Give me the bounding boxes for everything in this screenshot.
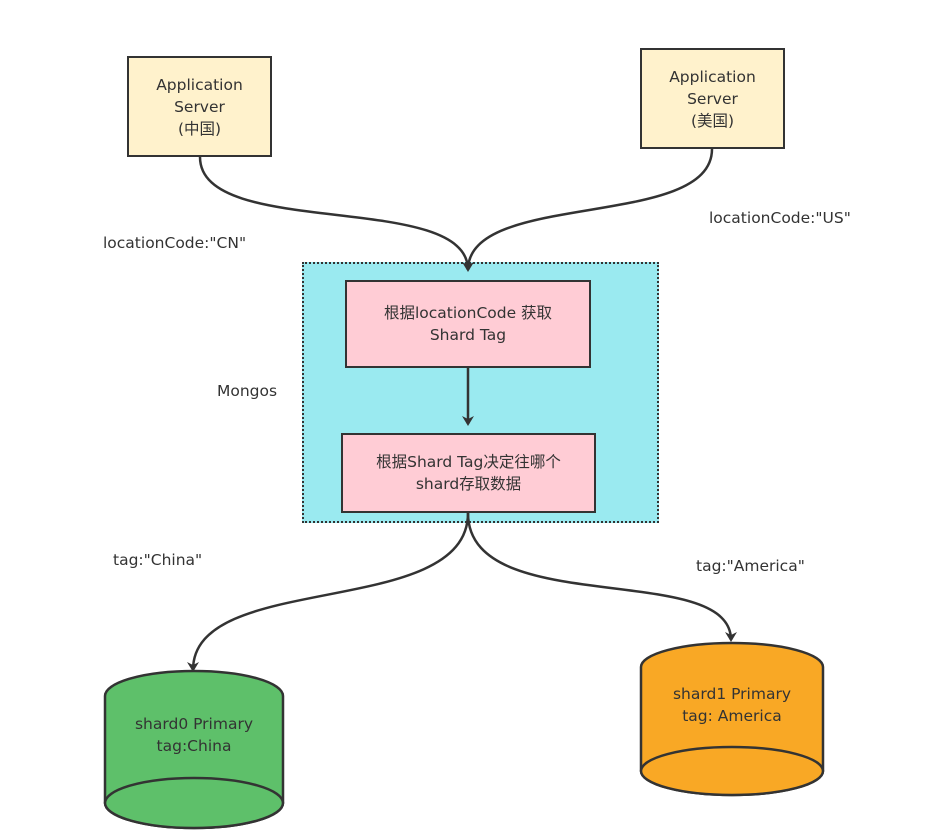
- edge-step2-to-shard1: [466, 512, 737, 642]
- app-server-us: Application Server (美国): [640, 48, 785, 149]
- tag-china-label: tag:"China": [113, 551, 203, 569]
- mongos-label: Mongos: [217, 382, 278, 400]
- edge-app-us-to-step1: [466, 148, 714, 271]
- shard0-label: shard0 Primary tag:China: [134, 715, 254, 755]
- shard0-cylinder: [103, 669, 285, 830]
- shard1-label: shard1 Primary tag: America: [672, 685, 792, 725]
- edge-app-cn-to-step1: [198, 156, 474, 272]
- location-code-cn-label: locationCode:"CN": [103, 234, 247, 252]
- edge-step2-to-shard0: [187, 512, 470, 672]
- tag-america-label: tag:"America": [696, 557, 805, 575]
- location-code-us-label: locationCode:"US": [709, 209, 851, 227]
- app-server-cn: Application Server (中国): [127, 56, 272, 157]
- step-route-to-shard: 根据Shard Tag决定往哪个 shard存取数据: [341, 433, 596, 513]
- step-get-shard-tag: 根据locationCode 获取 Shard Tag: [345, 280, 591, 368]
- shard1-cylinder: [639, 641, 825, 797]
